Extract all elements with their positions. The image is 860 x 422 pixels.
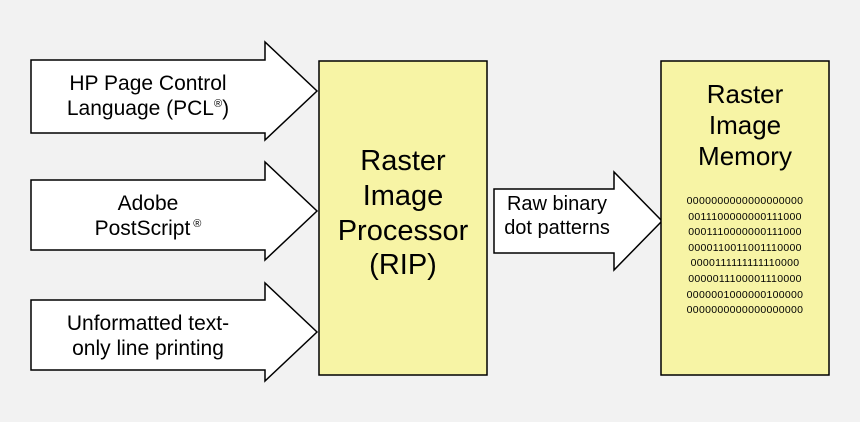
- input-label-pcl: HP Page Control Language (PCL®): [31, 71, 265, 121]
- input-label-postscript-line2: PostScript: [94, 217, 191, 241]
- connector-label-line1: Raw binary: [506, 193, 608, 215]
- rip-label-line1: Raster: [360, 145, 446, 177]
- memory-row: 0000001000000100000: [686, 288, 804, 301]
- memory-title-line3: Memory: [698, 141, 792, 172]
- connector-arrow: [493, 170, 664, 272]
- rip-label: Raster Image Processor (RIP): [319, 144, 487, 283]
- input-label-postscript: Adobe PostScript®: [31, 191, 265, 241]
- input-arrow-pcl: [30, 40, 319, 142]
- memory-bit-pattern: 0000000000000000000 0011100000000111000 …: [661, 194, 829, 319]
- memory-row: 0000000000000000000: [686, 195, 804, 207]
- memory-title-line2: Image: [708, 110, 782, 141]
- memory-row: 0000000000000000000: [686, 304, 804, 317]
- input-label-pcl-line2: Language (PCL: [66, 97, 214, 121]
- registered-mark: ®: [193, 218, 202, 231]
- memory-row: 0011100000000111000: [688, 210, 802, 223]
- memory-row: 0000110011001110000: [688, 241, 802, 254]
- memory-row: 0000011100001110000: [688, 272, 802, 285]
- input-arrow-text: [30, 281, 319, 383]
- input-label-postscript-line1: Adobe: [117, 192, 179, 215]
- input-label-text-line1: Unformatted text-: [66, 312, 230, 335]
- registered-mark: ®: [214, 98, 223, 111]
- input-label-text-line2: only line printing: [72, 337, 224, 361]
- memory-row: 0001110000000111000: [688, 226, 802, 239]
- rip-label-line2: Image: [362, 179, 444, 212]
- connector-label-line2: dot patterns: [504, 217, 610, 239]
- input-label-pcl-suffix: ): [222, 97, 230, 121]
- rip-label-line4: (RIP): [369, 249, 437, 282]
- rip-box: [318, 60, 488, 376]
- input-arrow-postscript: [30, 160, 319, 262]
- memory-title: Raster Image Memory: [661, 79, 829, 173]
- memory-title-line1: Raster: [706, 79, 784, 109]
- input-label-text: Unformatted text- only line printing: [31, 311, 265, 361]
- connector-label: Raw binary dot patterns: [494, 192, 620, 240]
- rip-label-line3: Processor: [337, 214, 469, 247]
- input-label-pcl-line1: HP Page Control: [69, 72, 227, 95]
- memory-row: 0000111111111110000: [690, 257, 800, 270]
- memory-box: [660, 60, 830, 376]
